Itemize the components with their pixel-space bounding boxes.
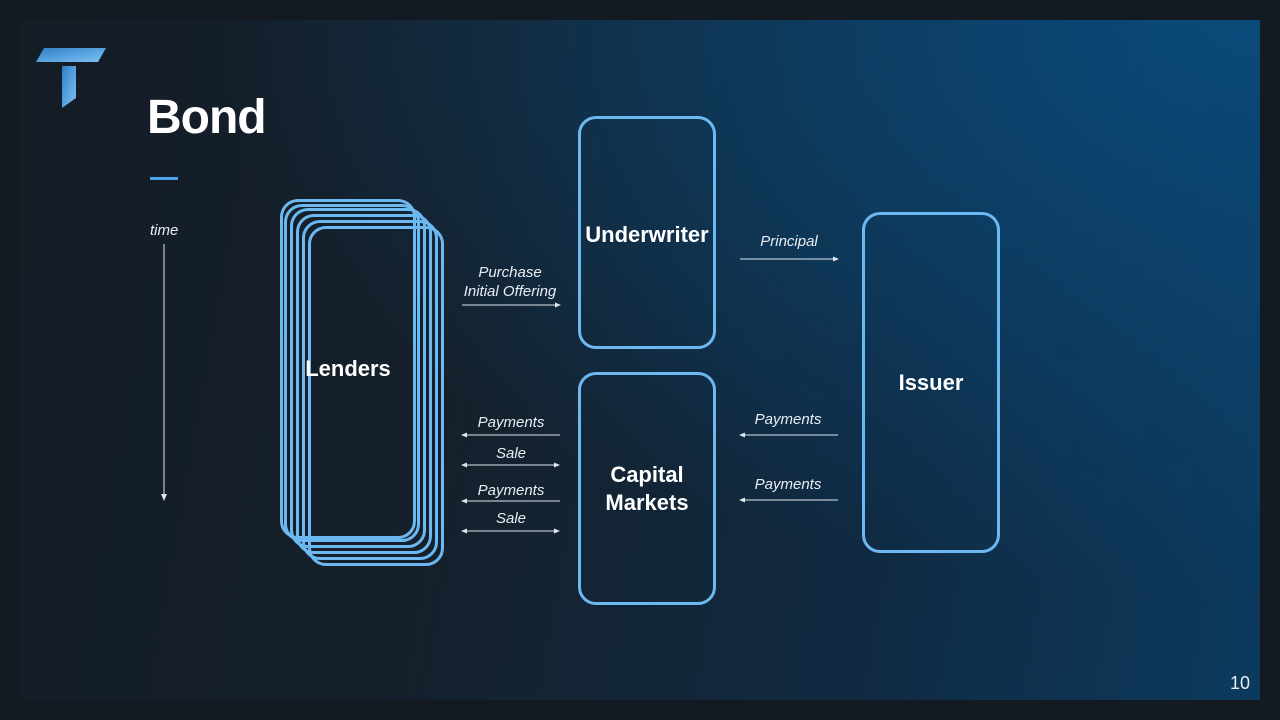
issuer-label: Issuer: [898, 369, 964, 395]
capital-markets-label: Capital Markets: [605, 461, 689, 515]
lenders-sale-label-2: Sale: [495, 510, 527, 527]
lenders-stack-layer: [302, 220, 438, 560]
issuer-box: Issuer: [862, 212, 1000, 553]
principal-label: Principal: [760, 233, 818, 250]
lenders-stack-layer: [284, 204, 420, 542]
underwriter-box: Underwriter: [578, 116, 716, 349]
issuer-payments-arrow-1: [739, 432, 838, 438]
purchase-arrow: [462, 302, 561, 308]
issuer-payments-label-1: Payments: [754, 411, 822, 428]
title-underline: [150, 177, 178, 180]
purchase-label: Purchase Initial Offering: [463, 264, 557, 300]
lenders-sale-label-1: Sale: [495, 445, 527, 462]
lenders-label: Lenders: [305, 356, 391, 381]
slide-title: Bond: [147, 91, 267, 144]
underwriter-label: Underwriter: [585, 222, 709, 247]
lenders-stack-layer: [308, 226, 444, 566]
slide: Bond time Lenders Underwriter Capital Ma…: [20, 20, 1260, 700]
lenders-payments-arrow-2: [461, 498, 560, 504]
lenders-sale-arrow-2: [461, 528, 560, 534]
time-label: time: [150, 222, 179, 239]
lenders-payments-arrow-1: [461, 432, 560, 438]
time-arrow: [161, 244, 167, 501]
capital-markets-box: Capital Markets: [578, 372, 716, 605]
lenders-stack-layer: [290, 208, 426, 548]
lenders-box: Lenders: [280, 199, 416, 539]
lenders-sale-arrow-1: [461, 462, 560, 468]
lenders-payments-label-2: Payments: [477, 482, 545, 499]
lenders-stack-layer: [296, 214, 432, 554]
page-number: 10: [1229, 673, 1250, 693]
principal-arrow: [740, 256, 839, 262]
lenders-payments-label-1: Payments: [477, 414, 545, 431]
issuer-payments-label-2: Payments: [754, 476, 822, 493]
t-logo-icon: [36, 48, 106, 108]
issuer-payments-arrow-2: [739, 497, 838, 503]
